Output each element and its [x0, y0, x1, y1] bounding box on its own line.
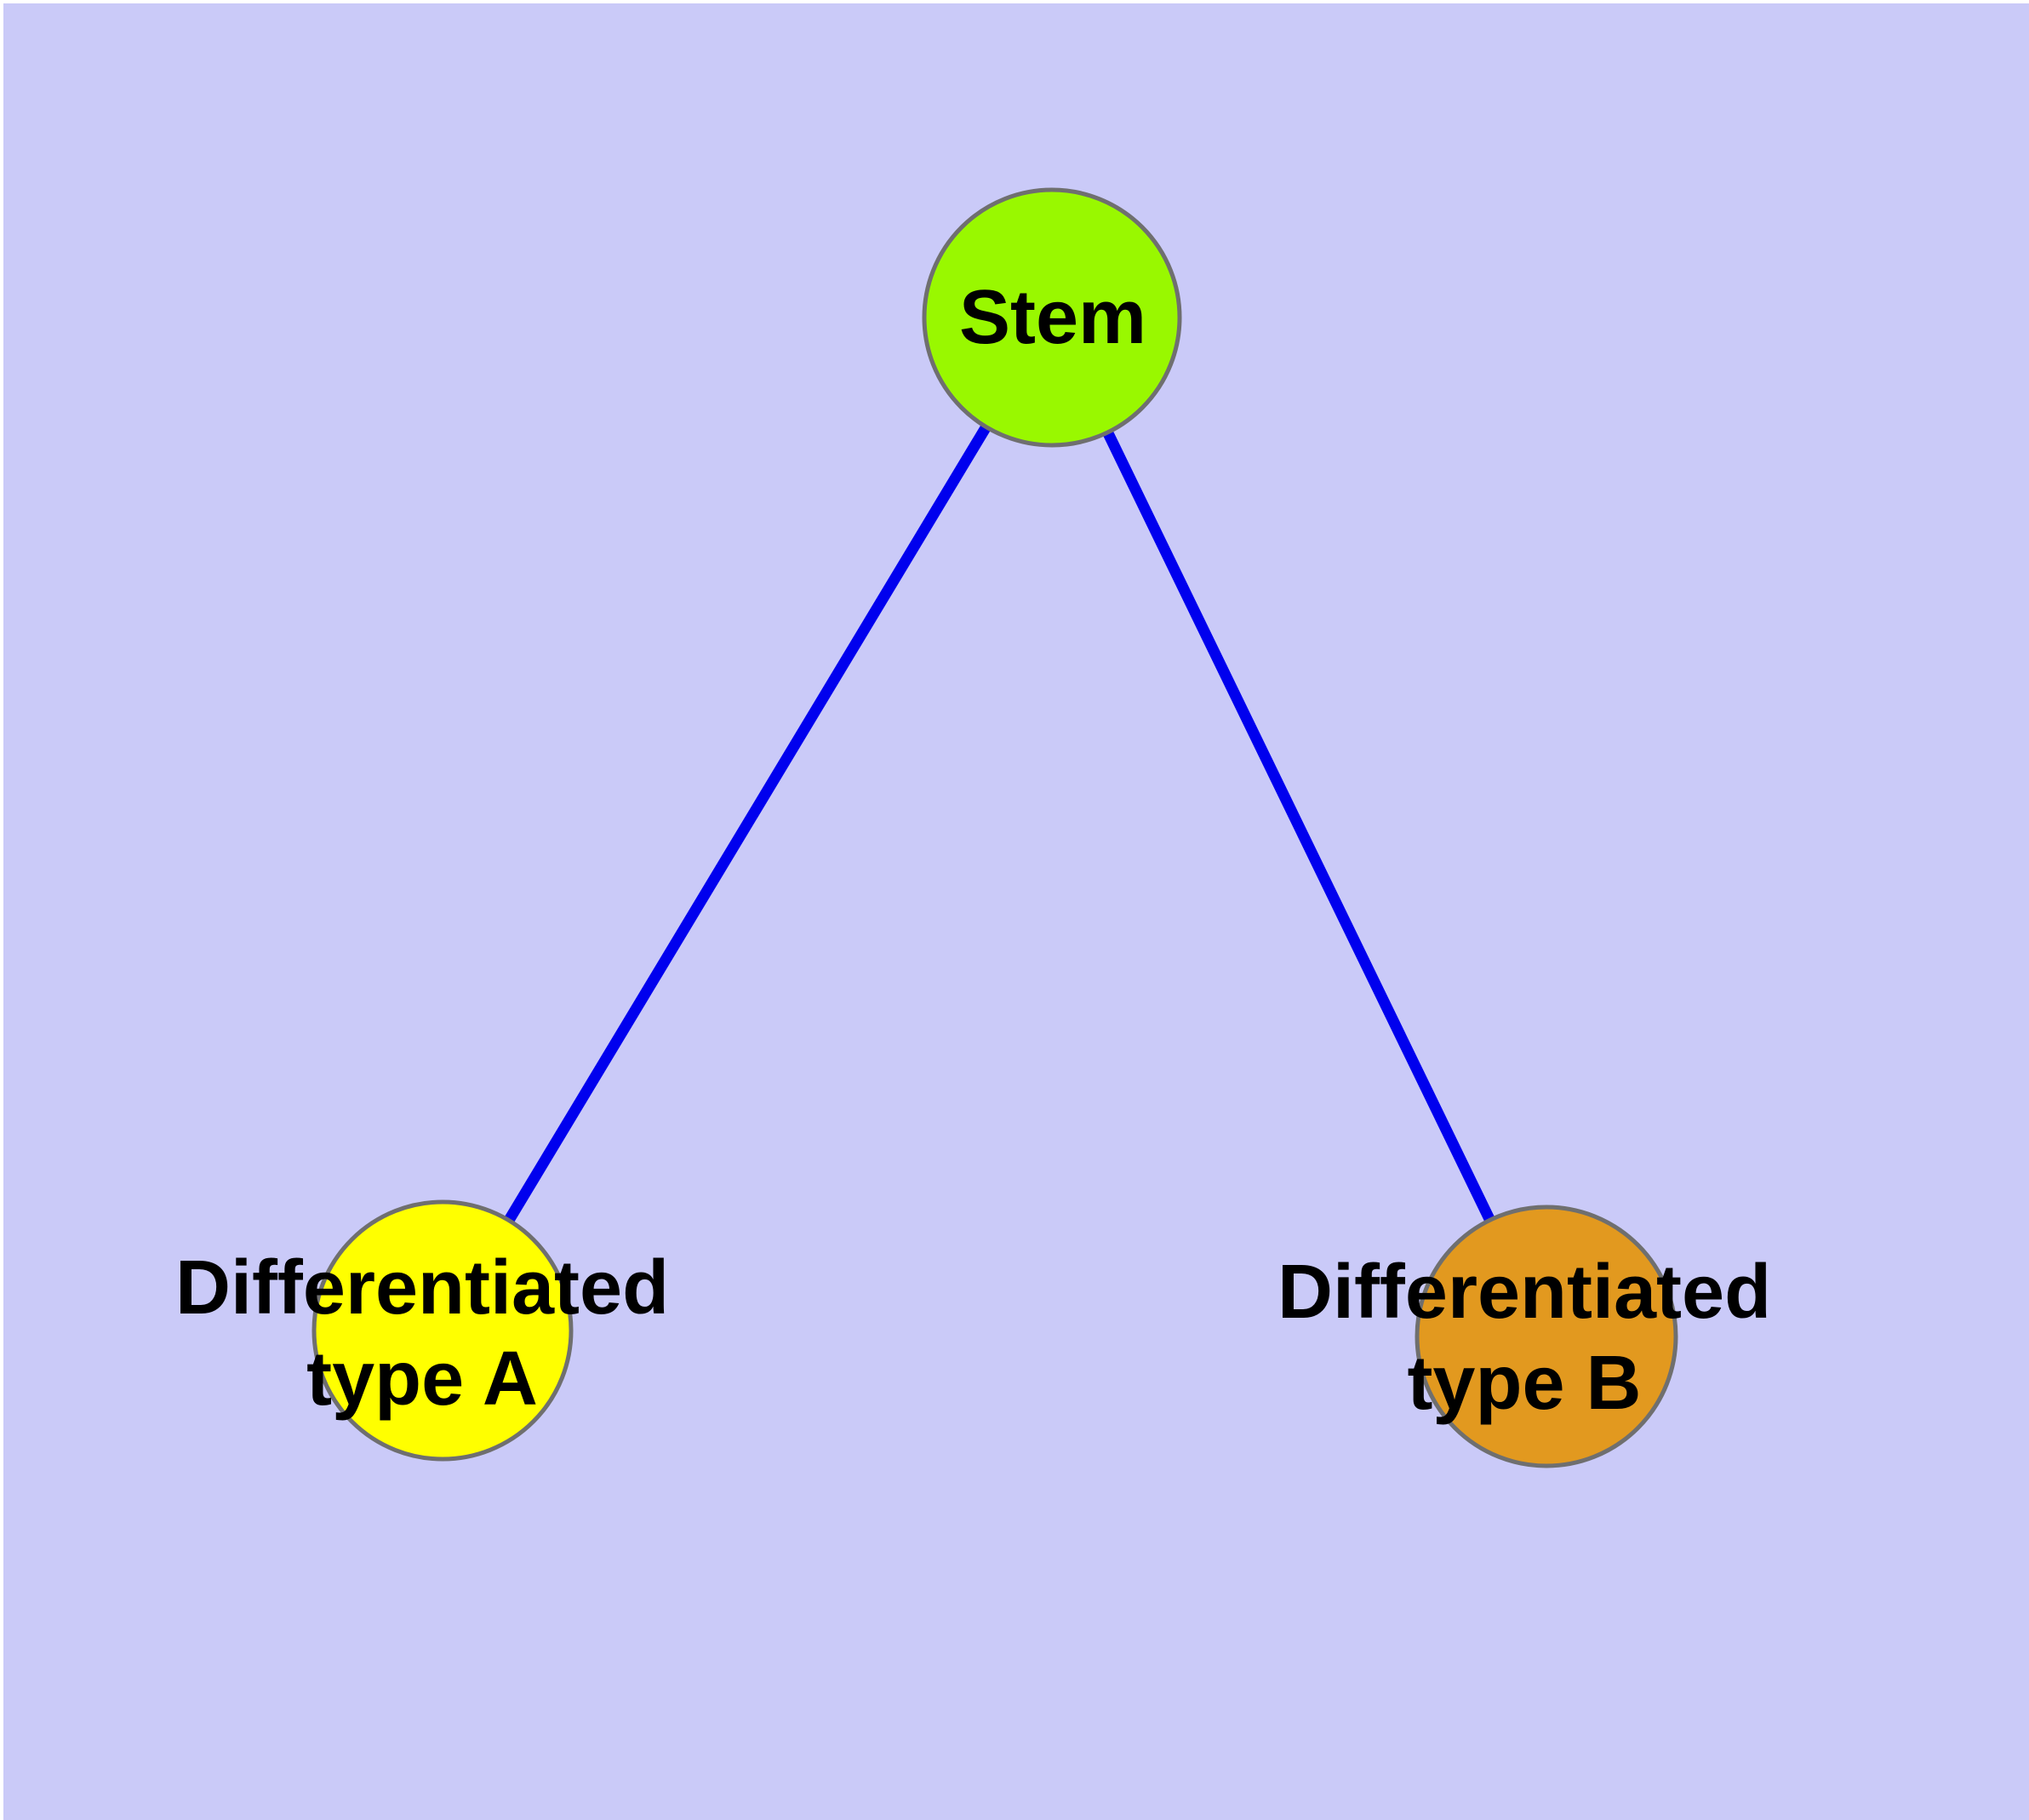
- edge-stem-to-type-a: [437, 314, 1057, 1334]
- differentiated-type-a-node-border: [311, 1199, 574, 1462]
- differentiated-type-a-node: [314, 1202, 571, 1459]
- differentiated-type-b-node-border: [1415, 1205, 1678, 1468]
- stem-node: [924, 190, 1180, 445]
- stem-node-border: [922, 187, 1182, 448]
- edge-stem-to-type-b: [1047, 315, 1552, 1339]
- differentiated-type-b-node: [1417, 1207, 1676, 1466]
